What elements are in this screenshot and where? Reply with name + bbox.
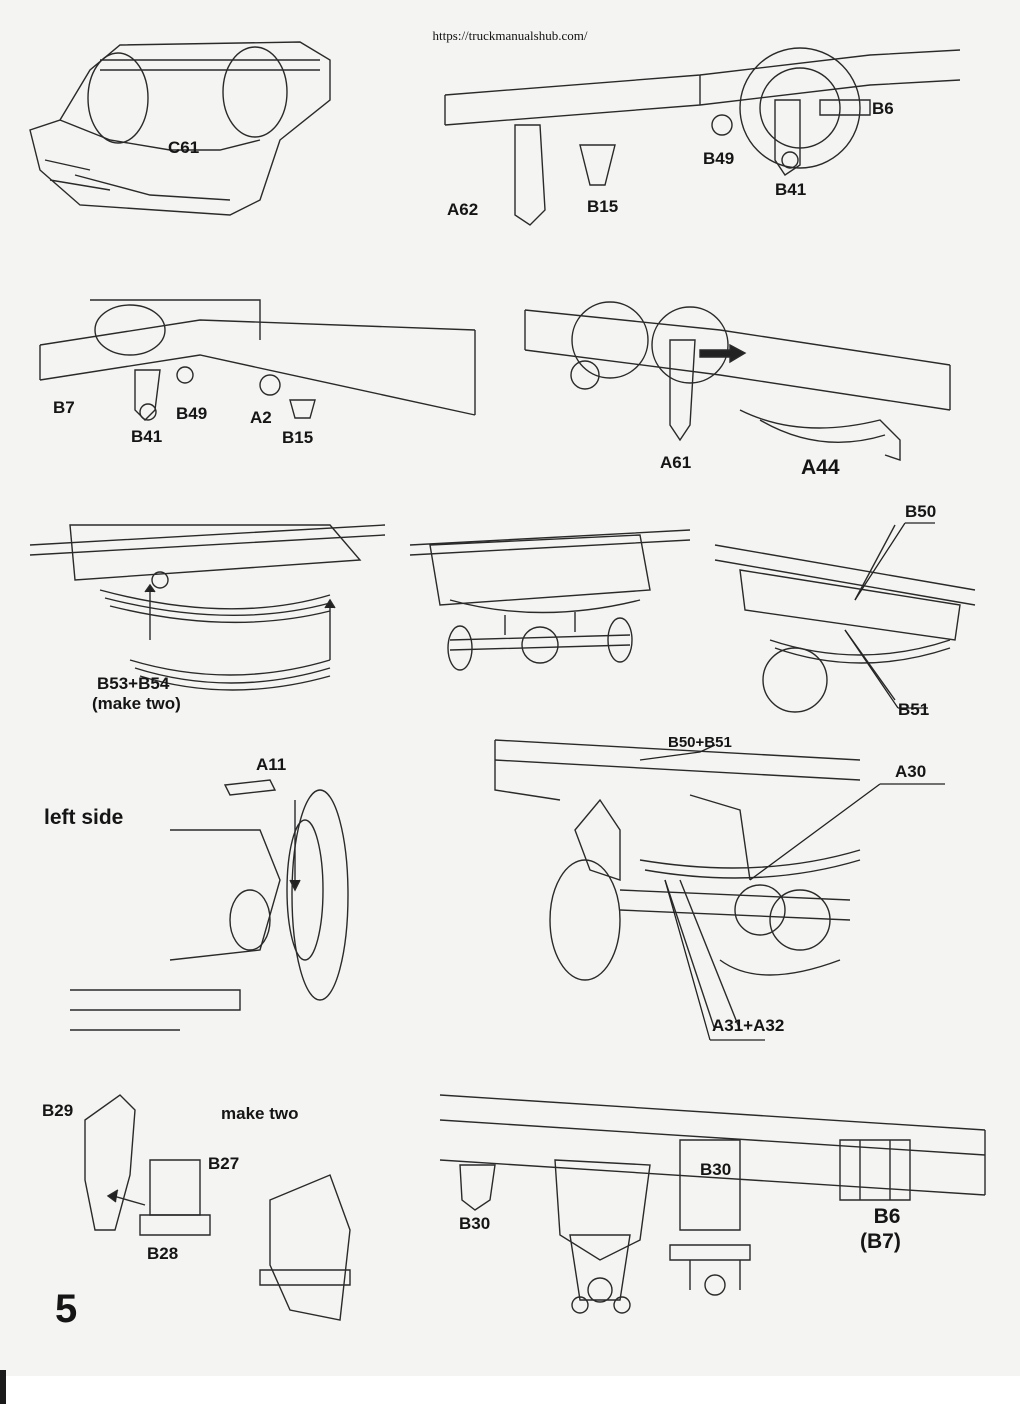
part-label-b49-top: B49 bbox=[703, 149, 735, 168]
part-label-b6-bottom: B6 bbox=[873, 1205, 901, 1228]
part-label-a31-a32: A31+A32 bbox=[712, 1016, 785, 1035]
part-label-b6-top: B6 bbox=[872, 99, 894, 118]
part-label-b28: B28 bbox=[147, 1244, 179, 1263]
part-label-b30-right: B30 bbox=[700, 1160, 732, 1179]
part-label-a2: A2 bbox=[250, 408, 272, 427]
drawing-rear-frame-top bbox=[444, 47, 961, 226]
part-label-a44: A44 bbox=[801, 456, 840, 479]
drawing-b29-b27-b28 bbox=[84, 1094, 351, 1321]
part-label-b49-mid: B49 bbox=[176, 404, 208, 423]
part-label-b30-left: B30 bbox=[459, 1214, 491, 1233]
scan-edge bbox=[0, 1370, 6, 1404]
note-make-two: make two bbox=[221, 1104, 299, 1123]
source-url: https://truckmanualshub.com/ bbox=[432, 28, 588, 43]
note-make-two-paren: (make two) bbox=[92, 694, 181, 713]
drawing-axle-assembly bbox=[494, 739, 861, 1031]
drawing-left-side-hub bbox=[70, 779, 349, 1031]
drawing-springs-left bbox=[29, 524, 386, 691]
page-number: 5 bbox=[55, 1287, 78, 1331]
part-label-b29: B29 bbox=[42, 1101, 74, 1120]
drawing-frame-mid-right bbox=[524, 301, 951, 461]
drawing-axles-mid bbox=[409, 529, 691, 671]
part-label-a61: A61 bbox=[660, 453, 692, 472]
part-label-b7: B7 bbox=[53, 398, 75, 417]
part-label-b15-top: B15 bbox=[587, 197, 619, 216]
scan-margin bbox=[0, 1376, 1020, 1404]
part-label-c61: C61 bbox=[168, 138, 200, 157]
part-label-a30: A30 bbox=[895, 762, 927, 781]
note-left-side: left side bbox=[44, 806, 124, 829]
drawing-frame-mid-left bbox=[39, 299, 476, 421]
part-label-a11: A11 bbox=[256, 755, 287, 774]
part-label-b41-top: B41 bbox=[775, 180, 807, 199]
part-label-b41-mid: B41 bbox=[131, 427, 163, 446]
part-label-b7-paren: (B7) bbox=[860, 1230, 901, 1253]
drawing-c61-frame bbox=[29, 41, 331, 216]
part-label-b27: B27 bbox=[208, 1154, 240, 1173]
part-label-b51: B51 bbox=[898, 700, 930, 719]
part-label-b15-mid: B15 bbox=[282, 428, 314, 447]
drawing-spring-detail-right bbox=[714, 524, 976, 713]
part-label-b50-b51: B50+B51 bbox=[668, 734, 732, 751]
drawing-bottom-frame bbox=[439, 1094, 986, 1314]
part-label-a62: A62 bbox=[447, 200, 479, 219]
part-label-b50: B50 bbox=[905, 502, 937, 521]
part-label-b53-b54: B53+B54 bbox=[97, 674, 170, 693]
